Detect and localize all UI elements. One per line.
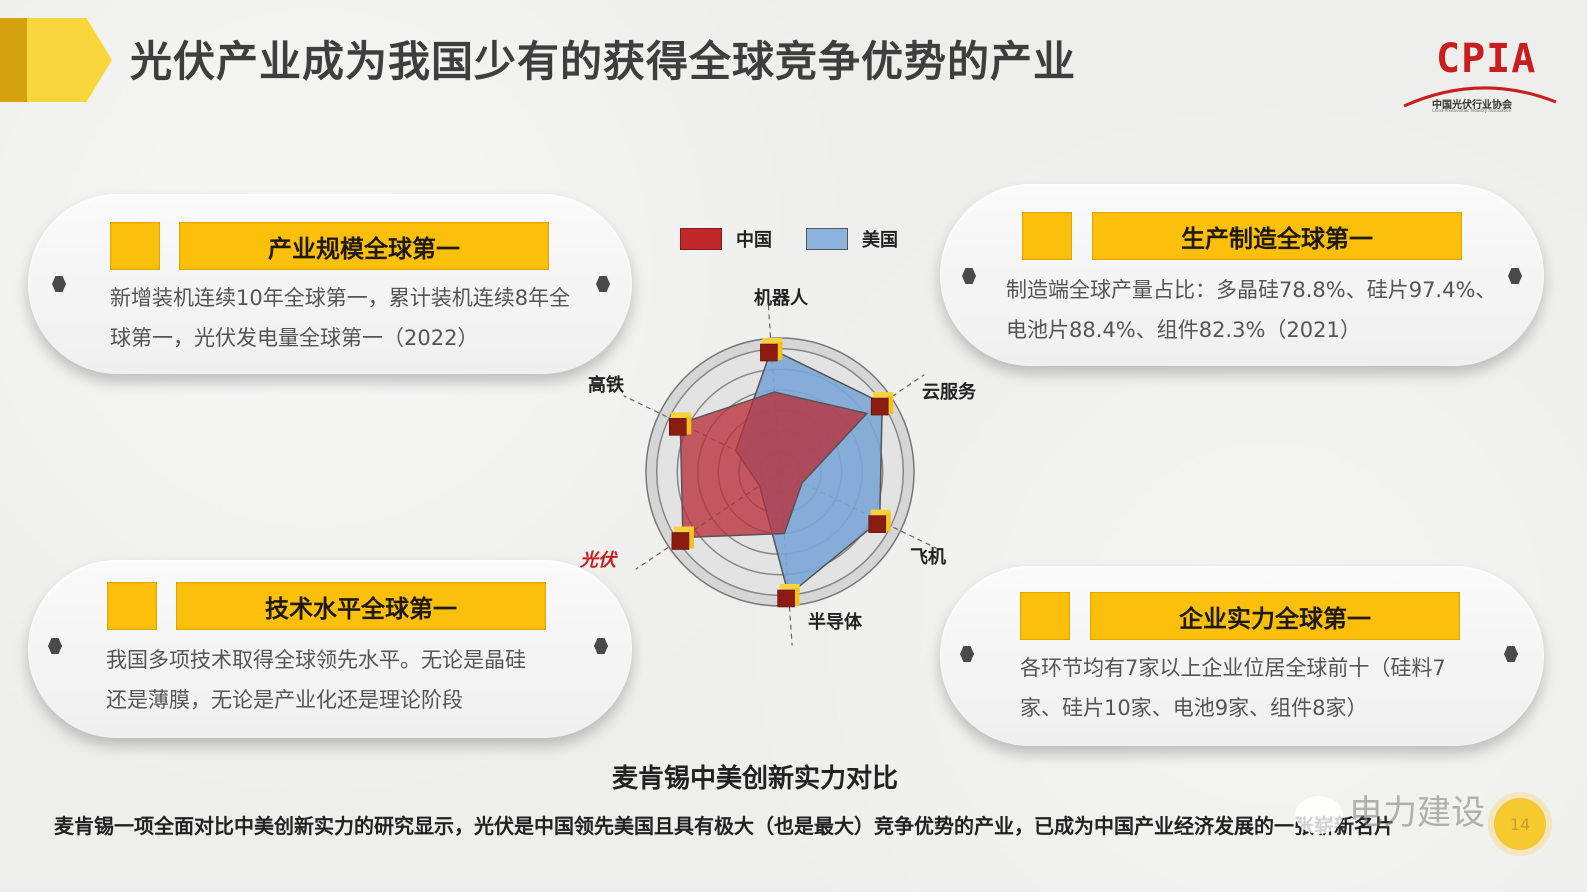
card-accent-square <box>110 222 160 270</box>
bolt-icon <box>960 646 974 662</box>
card-industry-scale: 产业规模全球第一 新增装机连续10年全球第一，累计装机连续8年全 球第一，光伏发… <box>28 194 632 374</box>
card-title: 生产制造全球第一 <box>1092 212 1462 260</box>
legend-item-usa: 美国 <box>806 226 898 252</box>
cpia-logo: CPIA 中国光伏行业协会 China Photovoltaic Industr… <box>1400 28 1560 118</box>
accent-arrow-light <box>27 18 112 102</box>
axis-label-aircraft: 飞机 <box>910 547 946 568</box>
footer-summary: 麦肯锡一项全面对比中美创新实力的研究显示，光伏是中国领先美国且具有极大（也是最大… <box>54 814 1394 838</box>
accent-block-dark <box>0 18 27 102</box>
watermark: 电力建设 <box>1295 785 1485 834</box>
card-title: 技术水平全球第一 <box>176 582 546 630</box>
card-enterprise: 企业实力全球第一 各环节均有7家以上企业位居全球前十（硅料7 家、硅片10家、电… <box>940 566 1544 746</box>
axis-label-photovoltaic: 光伏 <box>580 550 616 571</box>
card-desc: 新增装机连续10年全球第一，累计装机连续8年全 球第一，光伏发电量全球第一（20… <box>110 286 571 350</box>
card-manufacturing: 生产制造全球第一 制造端全球产量占比：多晶硅78.8%、硅片97.4%、 电池片… <box>940 184 1544 366</box>
axis-label-highspeed-rail: 高铁 <box>588 375 624 396</box>
logo-text: CPIA <box>1436 36 1537 82</box>
legend-swatch-china <box>680 228 722 250</box>
bolt-icon <box>596 276 610 292</box>
axis-label-robot: 机器人 <box>754 288 808 309</box>
axis-label-semiconductor: 半导体 <box>808 612 862 633</box>
page-title: 光伏产业成为我国少有的获得全球竞争优势的产业 <box>130 37 1077 86</box>
card-desc: 各环节均有7家以上企业位居全球前十（硅料7 家、硅片10家、电池9家、组件8家） <box>1020 656 1446 720</box>
bolt-icon <box>52 276 66 292</box>
card-desc: 我国多项技术取得全球领先水平。无论是晶硅 还是薄膜，无论是产业化还是理论阶段 <box>106 648 526 712</box>
page-number-sun-icon: 14 <box>1494 798 1546 850</box>
bolt-icon <box>962 268 976 284</box>
logo-subtitle-en: China Photovoltaic Industry Association <box>1432 108 1512 113</box>
axis-label-cloud: 云服务 <box>922 382 976 403</box>
card-title: 企业实力全球第一 <box>1090 592 1460 640</box>
logo-swoosh-icon <box>1403 86 1557 108</box>
wechat-icon <box>1295 795 1343 834</box>
legend-item-china: 中国 <box>680 226 772 252</box>
card-technology: 技术水平全球第一 我国多项技术取得全球领先水平。无论是晶硅 还是薄膜，无论是产业… <box>28 560 632 738</box>
bolt-icon <box>1508 268 1522 284</box>
card-accent-square <box>1020 592 1070 640</box>
bolt-icon <box>1504 646 1518 662</box>
chart-legend: 中国 美国 <box>680 226 932 252</box>
legend-swatch-usa <box>806 228 848 250</box>
radar-chart <box>623 298 937 646</box>
card-title: 产业规模全球第一 <box>179 222 549 270</box>
chart-caption: 麦肯锡中美创新实力对比 <box>612 764 899 794</box>
bolt-icon <box>594 638 608 654</box>
logo-subtitle: 中国光伏行业协会 <box>1432 100 1512 111</box>
card-accent-square <box>1022 212 1072 260</box>
title-accent-arrow <box>0 18 112 102</box>
card-accent-square <box>107 582 157 630</box>
bolt-icon <box>48 638 62 654</box>
card-desc: 制造端全球产量占比：多晶硅78.8%、硅片97.4%、 电池片88.4%、组件8… <box>1006 278 1497 342</box>
